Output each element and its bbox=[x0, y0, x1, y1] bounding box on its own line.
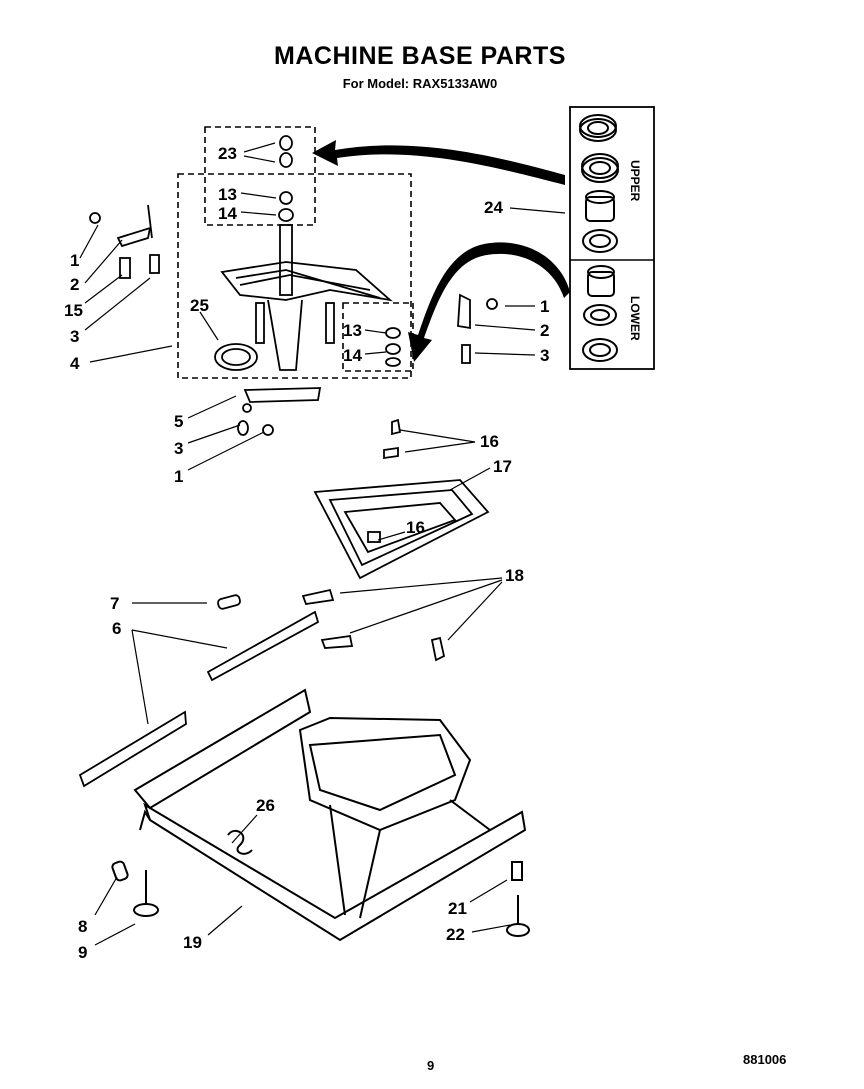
model-subtitle: For Model: RAX5133AW0 bbox=[342, 76, 498, 91]
callout-7: 7 bbox=[110, 594, 120, 613]
page-title: MACHINE BASE PARTS bbox=[274, 42, 566, 70]
callout-24: 24 bbox=[484, 198, 503, 217]
arrow-upper bbox=[312, 140, 565, 185]
callout-8: 8 bbox=[78, 917, 88, 936]
callout-13-lower: 13 bbox=[343, 321, 362, 340]
callout-1-lower: 1 bbox=[174, 467, 184, 486]
callout-16: 16 bbox=[480, 432, 499, 451]
callout-14: 14 bbox=[218, 204, 237, 223]
callout-3-right: 3 bbox=[540, 346, 550, 365]
leader-lines bbox=[79, 142, 566, 946]
callout-26: 26 bbox=[256, 796, 275, 815]
callout-5: 5 bbox=[174, 412, 184, 431]
callout-19: 19 bbox=[183, 933, 202, 952]
arrow-lower bbox=[408, 242, 570, 362]
callout-2-right: 2 bbox=[540, 321, 550, 340]
callout-16-frame: 16 bbox=[406, 518, 425, 537]
callout-22: 22 bbox=[446, 925, 465, 944]
callout-18: 18 bbox=[505, 566, 524, 585]
callout-17: 17 bbox=[493, 457, 512, 476]
callout-3: 3 bbox=[70, 327, 80, 346]
machine-base bbox=[111, 688, 530, 942]
callout-9: 9 bbox=[78, 943, 88, 962]
label-lower: LOWER bbox=[628, 296, 642, 341]
dashed-box-main bbox=[177, 173, 412, 379]
tub-support bbox=[313, 418, 490, 580]
callout-1-right: 1 bbox=[540, 297, 550, 316]
document-code: 881006 bbox=[743, 1052, 787, 1067]
callout-3-lower: 3 bbox=[174, 439, 184, 458]
dashed-box-top bbox=[204, 126, 316, 226]
callout-4: 4 bbox=[70, 354, 80, 373]
callout-1: 1 bbox=[70, 251, 80, 270]
callout-2: 2 bbox=[70, 275, 80, 294]
callout-13: 13 bbox=[218, 185, 237, 204]
callout-6: 6 bbox=[112, 619, 122, 638]
inset-panel bbox=[569, 106, 655, 370]
callout-14-lower: 14 bbox=[343, 346, 362, 365]
small-parts bbox=[78, 588, 446, 788]
page-number: 9 bbox=[427, 1058, 435, 1073]
inset-parts bbox=[579, 114, 619, 362]
callout-15: 15 bbox=[64, 301, 83, 320]
callout-23: 23 bbox=[218, 144, 237, 163]
callout-21: 21 bbox=[448, 899, 467, 918]
spider-assembly bbox=[89, 135, 498, 436]
label-upper: UPPER bbox=[628, 160, 642, 202]
callout-25: 25 bbox=[190, 296, 209, 315]
